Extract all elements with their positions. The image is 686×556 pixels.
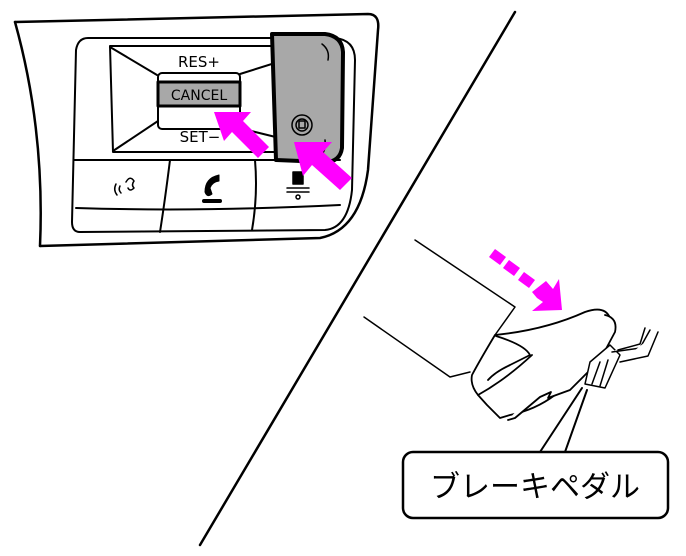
callout-leader [539, 387, 588, 453]
voice-icon [113, 177, 135, 196]
press-arrow-pedal [489, 249, 562, 311]
shoe [470, 308, 617, 421]
res-plus-label[interactable]: RES+ [178, 53, 220, 71]
set-minus-label[interactable]: SET− [180, 128, 221, 146]
press-arrow-cruise [294, 142, 352, 190]
phone-icon [202, 174, 222, 203]
press-arrow-cancel [214, 112, 269, 158]
lane-assist-icon [286, 171, 310, 200]
cruise-icon [291, 114, 313, 136]
callout-box [401, 450, 670, 520]
divider-line [198, 10, 517, 547]
cancel-button[interactable] [156, 80, 242, 108]
brake-pedal-label: ブレーキペダル [430, 470, 640, 505]
brake-pedal [584, 327, 659, 389]
cancel-label[interactable]: CANCEL [171, 88, 227, 104]
leg [363, 239, 516, 378]
steering-bezel [13, 12, 380, 248]
